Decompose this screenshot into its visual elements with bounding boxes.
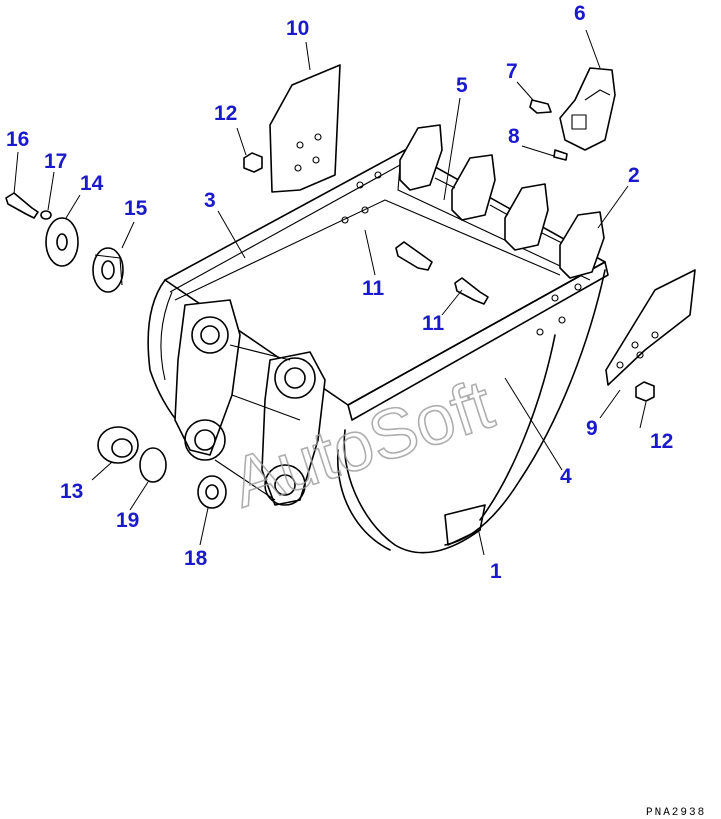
left-hardware xyxy=(5,192,124,293)
callout-3: 3 xyxy=(204,189,216,212)
callout-13: 13 xyxy=(60,480,83,503)
leader-lines xyxy=(13,29,647,556)
callout-7: 7 xyxy=(506,60,518,83)
callout-15: 15 xyxy=(124,197,148,220)
callout-labels: 1 2 3 4 5 6 7 8 9 10 11 11 12 12 13 14 1… xyxy=(6,2,673,583)
teeth-row xyxy=(399,124,605,279)
callout-12a: 12 xyxy=(214,102,237,125)
side-cutters xyxy=(269,64,696,386)
callout-10: 10 xyxy=(286,17,309,40)
tooth-detail xyxy=(529,67,616,161)
drawing-code: PNA2938 xyxy=(646,807,706,819)
callout-2: 2 xyxy=(628,164,640,187)
callout-14: 14 xyxy=(80,172,104,195)
callout-18: 18 xyxy=(184,547,208,570)
callout-11b: 11 xyxy=(422,312,445,335)
bolts xyxy=(395,241,489,305)
callout-4: 4 xyxy=(560,465,572,488)
bucket-brackets xyxy=(174,299,326,506)
callout-6: 6 xyxy=(574,2,586,25)
callout-11a: 11 xyxy=(362,277,385,300)
callout-1: 1 xyxy=(490,560,502,583)
callout-19: 19 xyxy=(116,509,139,532)
callout-16: 16 xyxy=(6,128,29,151)
callout-9: 9 xyxy=(586,417,598,440)
callout-17: 17 xyxy=(44,150,67,173)
callout-12b: 12 xyxy=(650,430,673,453)
bottom-hardware xyxy=(97,426,227,509)
callout-8: 8 xyxy=(508,125,520,148)
nuts xyxy=(243,152,655,402)
watermark-text: AutoSoft xyxy=(222,365,501,522)
callout-5: 5 xyxy=(456,74,468,97)
